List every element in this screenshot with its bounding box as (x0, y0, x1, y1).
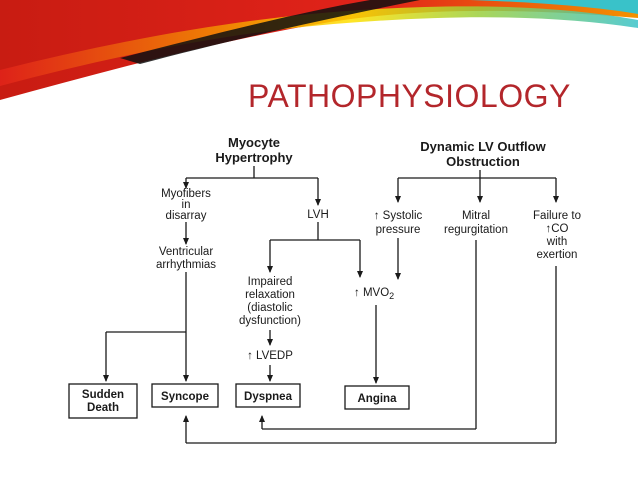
slide-title: PATHOPHYSIOLOGY (248, 78, 571, 114)
myofibers-line-1: Myofibers (161, 188, 211, 200)
failure-line-4: exertion (537, 249, 578, 261)
outcome-angina: Angina (344, 385, 410, 410)
node-lvedp: ↑ LVEDP (247, 350, 293, 362)
banner-swoosh-teal (470, 0, 638, 14)
failure-line-2: ↑CO (546, 223, 569, 235)
node-myocyte-hypertrophy: Myocyte Hypertrophy (215, 135, 293, 165)
node-myofibers-disarray: Myofibers in disarray (161, 188, 211, 222)
dyspnea-label: Dyspnea (244, 391, 293, 403)
node-systolic-pressure: ↑ Systolic pressure (374, 210, 423, 236)
impaired-line-3: (diastolic (247, 302, 293, 314)
myocyte-line-1: Myocyte (228, 135, 280, 150)
failure-line-1: Failure to (533, 210, 581, 222)
myocyte-line-2: Hypertrophy (215, 150, 293, 165)
angina-label: Angina (358, 393, 398, 405)
failure-line-3: with (546, 236, 567, 248)
outflow-line-1: Dynamic LV Outflow (420, 139, 546, 154)
myofibers-line-3: disarray (166, 210, 207, 222)
sudden-death-line-2: Death (87, 402, 119, 414)
banner-swoosh-dark (120, 0, 420, 64)
outflow-line-2: Obstruction (446, 154, 520, 169)
systolic-line-2: pressure (376, 224, 421, 236)
node-ventricular-arrhythmias: Ventricular arrhythmias (156, 246, 216, 271)
svg-text:↑ MVO2: ↑ MVO2 (354, 287, 394, 301)
myofibers-line-2: in (182, 199, 191, 211)
mvo2-subscript: 2 (389, 291, 394, 301)
node-mvo2: ↑ MVO2 (354, 287, 394, 301)
decorative-banner (0, 0, 638, 100)
arrhythmias-line-1: Ventricular (159, 246, 214, 258)
impaired-line-1: Impaired (248, 276, 293, 288)
outcome-dyspnea: Dyspnea (235, 383, 301, 408)
mitral-line-1: Mitral (462, 210, 490, 222)
impaired-line-4: dysfunction) (239, 315, 301, 327)
node-failure-to-co: Failure to ↑CO with exertion (533, 210, 581, 261)
banner-swoosh-main (0, 0, 638, 100)
arrhythmias-line-2: arrhythmias (156, 259, 216, 271)
outcome-syncope: Syncope (151, 383, 219, 408)
sudden-death-line-1: Sudden (82, 389, 124, 401)
node-mitral-regurgitation: Mitral regurgitation (444, 210, 508, 236)
syncope-label: Syncope (161, 391, 209, 403)
node-impaired-relaxation: Impaired relaxation (diastolic dysfuncti… (239, 276, 301, 327)
node-lvh: LVH (307, 209, 329, 221)
mvo2-label: ↑ MVO (354, 287, 389, 299)
outcome-sudden-death: Sudden Death (68, 383, 138, 419)
node-dynamic-lv-outflow: Dynamic LV Outflow Obstruction (420, 139, 546, 169)
impaired-line-2: relaxation (245, 289, 295, 301)
connector-lines (103, 166, 559, 444)
mitral-line-2: regurgitation (444, 224, 508, 236)
banner-swoosh-light (0, 6, 638, 86)
systolic-line-1: ↑ Systolic (374, 210, 423, 222)
